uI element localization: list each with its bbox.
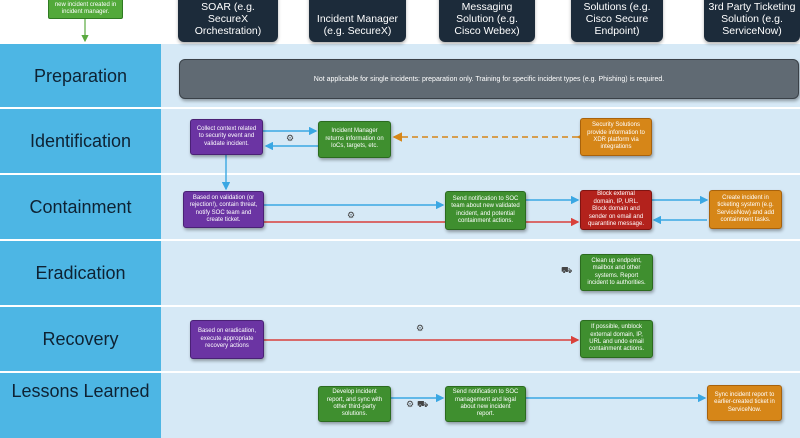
lane-body-eradication bbox=[161, 240, 800, 306]
lane-label-containment: Containment bbox=[0, 174, 161, 240]
box-contain-threat: Based on validation (or rejection!), con… bbox=[183, 191, 264, 228]
lane-divider bbox=[0, 239, 800, 241]
box-block-external: Block external domain, IP, URL. Block do… bbox=[580, 190, 652, 230]
lane-body-recovery bbox=[161, 306, 800, 372]
incident-created-box: new incident created in incident manager… bbox=[48, 0, 123, 19]
gear-icon: ⚙ bbox=[347, 210, 356, 220]
box-develop-report: Develop incident report, and sync with o… bbox=[318, 386, 391, 422]
header-messaging: Messaging Solution (e.g. Cisco Webex) bbox=[439, 0, 535, 42]
lane-containment: Containment bbox=[0, 174, 800, 240]
lane-divider bbox=[0, 305, 800, 307]
box-security-solutions-provide: Security Solutions provide information t… bbox=[580, 118, 652, 156]
lane-label-lessons-learned: Lessons Learned bbox=[0, 372, 161, 438]
lane-label-identification: Identification bbox=[0, 108, 161, 174]
lane-recovery: Recovery bbox=[0, 306, 800, 372]
box-sync-ticket: Sync incident report to earlier-created … bbox=[707, 385, 782, 421]
gear-icon: ⚙ bbox=[416, 323, 425, 333]
box-notify-management: Send notification to SOC management and … bbox=[445, 386, 526, 422]
lane-lessons-learned: Lessons Learned bbox=[0, 372, 800, 438]
box-recovery-actions: Based on eradication, execute appropriat… bbox=[190, 320, 264, 359]
lane-identification: Identification bbox=[0, 108, 800, 174]
robot-icon: ⛟ bbox=[417, 399, 429, 409]
lane-divider bbox=[0, 173, 800, 175]
header-ticketing: 3rd Party Ticketing Solution (e.g. Servi… bbox=[704, 0, 800, 42]
box-notify-soc: Send notification to SOC team about new … bbox=[445, 191, 526, 230]
lane-eradication: Eradication bbox=[0, 240, 800, 306]
box-incident-manager-returns: Incident Manager returns information on … bbox=[318, 121, 391, 158]
box-create-ticket: Create incident in ticketing system (e.g… bbox=[709, 190, 782, 229]
lane-divider bbox=[0, 107, 800, 109]
box-collect-context: Collect context related to security even… bbox=[190, 119, 263, 155]
gear-icon: ⚙ bbox=[286, 133, 295, 143]
gear-icon: ⚙ bbox=[406, 399, 415, 409]
header-security-solutions: Security Solutions (e.g. Cisco Secure En… bbox=[571, 0, 663, 42]
lane-label-preparation: Preparation bbox=[0, 44, 161, 108]
box-clean-up: Clean up endpoint, mailbox and other sys… bbox=[580, 254, 653, 291]
header-incident-manager: Incident Manager (e.g. SecureX) bbox=[309, 0, 406, 42]
header-soar: SOAR (e.g. SecureX Orchestration) bbox=[178, 0, 278, 42]
preparation-note: Not applicable for single incidents: pre… bbox=[179, 59, 799, 99]
lane-label-eradication: Eradication bbox=[0, 240, 161, 306]
robot-icon: ⛟ bbox=[561, 265, 573, 275]
box-unblock: If possible, unblock external domain, IP… bbox=[580, 320, 653, 358]
lane-label-recovery: Recovery bbox=[0, 306, 161, 372]
lane-divider bbox=[0, 371, 800, 373]
